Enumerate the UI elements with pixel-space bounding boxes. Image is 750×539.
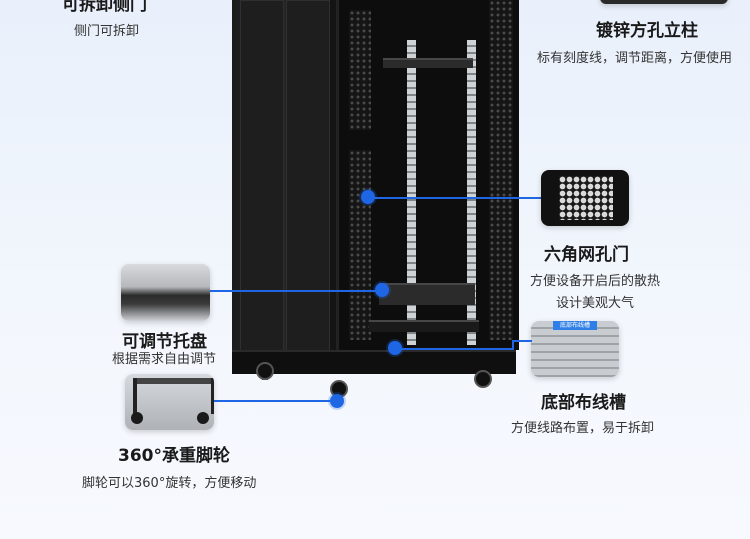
tray-marker <box>375 283 389 297</box>
wheels-title: 360°承重脚轮 <box>118 446 230 466</box>
hex-door-title: 六角网孔门 <box>544 245 629 265</box>
side-panel-right <box>286 0 330 352</box>
hex-door-desc-2: 设计美观大气 <box>556 296 635 311</box>
cable-trough-desc: 方便线路布置，易于拆卸 <box>511 421 655 436</box>
caster-wheel-left <box>256 362 274 380</box>
side-door-desc: 侧门可拆卸 <box>74 24 140 39</box>
tray-leader-line <box>210 290 383 292</box>
square-post-title: 镀锌方孔立柱 <box>596 21 698 41</box>
cabinet-base <box>232 350 516 374</box>
tray-desc: 根据需求自由调节 <box>112 352 217 367</box>
wheel-thumb <box>125 374 214 430</box>
square-post-left <box>407 40 416 345</box>
cable-trough-leader-elbow <box>512 340 514 350</box>
door-perforation-right <box>489 0 513 340</box>
adjustable-tray <box>379 283 475 305</box>
cable-trough-title: 底部布线槽 <box>541 393 626 413</box>
square-post-right <box>467 40 476 345</box>
tray-top <box>383 58 473 68</box>
cable-trough-thumb: 底部布线槽 <box>531 321 619 377</box>
hex-door-marker <box>361 190 375 204</box>
wheel-marker <box>330 394 344 408</box>
cable-trough-leader-line <box>395 348 513 350</box>
caster-wheel-right <box>474 370 492 388</box>
cable-trough-thumb-label: 底部布线槽 <box>553 321 597 330</box>
cable-trough-marker <box>388 341 402 355</box>
cabinet-side-door <box>232 0 330 365</box>
wheels-desc: 脚轮可以360°旋转，方便移动 <box>82 476 257 491</box>
wheel-thumb-frame <box>133 378 214 414</box>
bottom-trough <box>369 320 479 332</box>
wheel-thumb-caster-left <box>131 412 143 424</box>
wheel-thumb-caster-right <box>197 412 209 424</box>
wheel-leader-line <box>214 400 336 402</box>
side-door-title: 可拆卸侧门 <box>62 0 147 15</box>
door-perforation-bottom <box>349 150 371 340</box>
server-cabinet-image <box>232 0 519 398</box>
square-post-desc: 标有刻度线，调节距离，方便使用 <box>537 51 733 66</box>
hex-door-desc-1: 方便设备开启后的散热 <box>530 274 661 289</box>
tray-thumb <box>121 264 210 321</box>
side-panel-left <box>240 0 284 352</box>
hex-door-leader-line <box>368 197 542 199</box>
door-perforation-top <box>349 10 371 130</box>
hex-mesh-thumb <box>541 170 629 226</box>
cable-trough-leader-end <box>512 340 532 342</box>
cabinet-front-door <box>336 0 519 350</box>
tray-title: 可调节托盘 <box>122 332 207 352</box>
hex-mesh-pattern <box>559 176 613 220</box>
square-post-thumb <box>600 0 728 4</box>
